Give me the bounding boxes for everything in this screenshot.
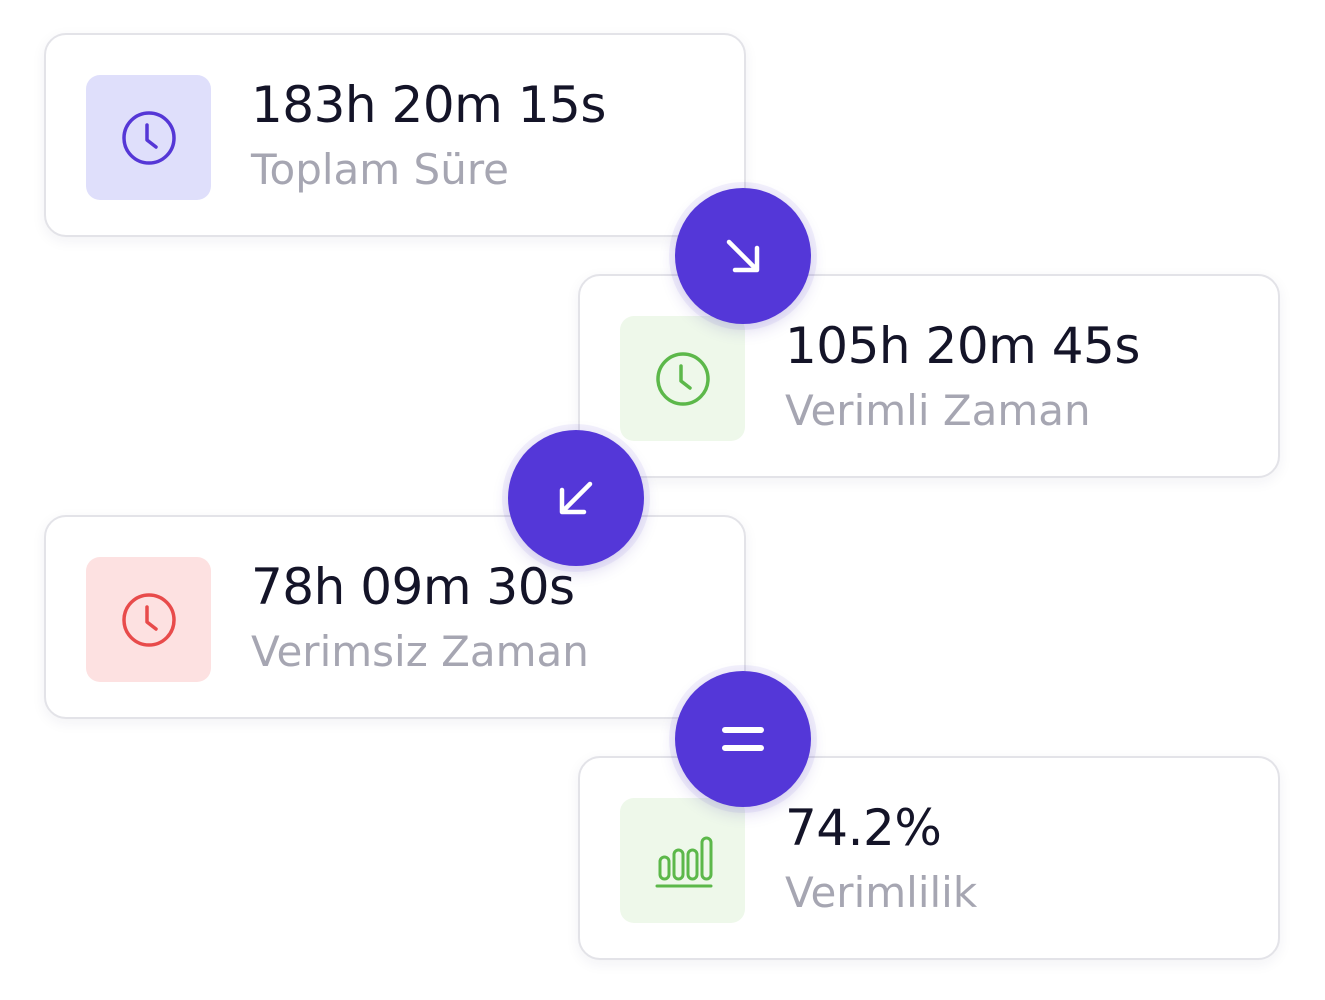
clock-icon <box>655 351 710 406</box>
stat-card-productive-time: 105h 20m 45s Verimli Zaman <box>578 274 1280 478</box>
stat-value: 78h 09m 30s <box>251 558 575 616</box>
stat-label: Verimsiz Zaman <box>251 627 589 676</box>
stat-card-total-time: 183h 20m 15s Toplam Süre <box>44 33 746 237</box>
equals-icon <box>722 727 764 751</box>
clock-icon <box>121 110 176 165</box>
connector-arrow-down-right <box>675 188 811 324</box>
connector-equals <box>675 671 811 807</box>
stat-value: 183h 20m 15s <box>251 76 606 134</box>
clock-icon <box>121 592 176 647</box>
stat-label: Toplam Süre <box>251 145 510 194</box>
arrow-down-right-icon <box>726 239 760 273</box>
stat-value: 105h 20m 45s <box>785 317 1140 375</box>
clock-icon-tile <box>620 316 745 441</box>
stat-label: Verimlilik <box>785 868 978 917</box>
clock-icon-tile <box>86 75 211 200</box>
stat-card-efficiency: 74.2% Verimlilik <box>578 756 1280 960</box>
stat-value: 74.2% <box>785 799 942 857</box>
bar-chart-icon <box>655 836 712 887</box>
connector-arrow-down-left <box>508 430 644 566</box>
bar-chart-icon-tile <box>620 798 745 923</box>
clock-icon-tile <box>86 557 211 682</box>
stat-label: Verimli Zaman <box>785 386 1091 435</box>
arrow-down-left-icon <box>559 481 593 515</box>
stat-card-unproductive-time: 78h 09m 30s Verimsiz Zaman <box>44 515 746 719</box>
